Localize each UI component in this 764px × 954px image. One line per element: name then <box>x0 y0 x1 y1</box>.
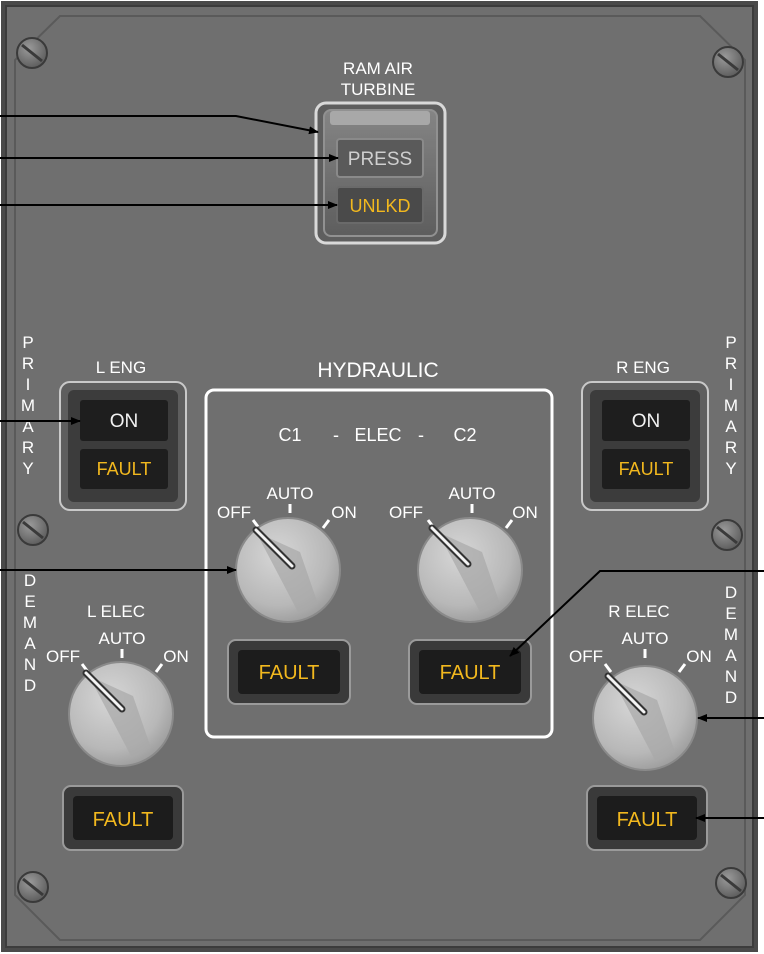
c2-selector-tick-on <box>504 519 514 529</box>
r-elec-on-label: ON <box>686 647 712 666</box>
c1-fault-label: FAULT <box>259 662 320 684</box>
r-elec-demand-selector-knob[interactable] <box>592 665 698 771</box>
svg-text:M: M <box>21 396 35 415</box>
rat-title-line1: RAM AIR <box>343 59 413 78</box>
demand-label-right: D E M A N D <box>724 583 738 707</box>
l-elec-tick-on <box>154 663 164 673</box>
hydraulic-box <box>204 388 554 739</box>
r-elec-fault-label: FAULT <box>617 809 678 831</box>
l-eng-on-light[interactable] <box>80 400 168 441</box>
primary-label-left: P R I M A R Y <box>21 333 35 478</box>
c1-selector-off-label: OFF <box>217 503 251 522</box>
svg-text:R: R <box>725 438 737 457</box>
svg-text:M: M <box>724 625 738 644</box>
svg-text:N: N <box>24 655 36 674</box>
r-elec-tick-off <box>603 663 613 673</box>
screw-bottom-left <box>17 871 49 903</box>
r-eng-on-label: ON <box>632 411 661 432</box>
hydraulic-dash-2: - <box>418 425 424 445</box>
svg-text:I: I <box>26 375 31 394</box>
r-elec-fault-light[interactable]: FAULT <box>586 785 708 851</box>
r-elec-tick-on <box>677 663 687 673</box>
r-eng-on-light[interactable] <box>602 400 690 441</box>
rat-guarded-switch[interactable]: PRESS UNLKD <box>314 101 447 245</box>
c1-hydraulic-selector-knob[interactable] <box>235 517 341 623</box>
svg-text:P: P <box>22 333 33 352</box>
hydraulic-elec-label: ELEC <box>354 425 401 445</box>
l-eng-fault-light[interactable] <box>80 449 168 489</box>
c1-selector-tick-on <box>321 519 331 529</box>
l-elec-title: L ELEC <box>87 602 145 621</box>
screw-bottom-right <box>715 867 747 899</box>
rat-press-label: PRESS <box>348 149 412 170</box>
svg-text:D: D <box>24 571 36 590</box>
svg-text:R: R <box>22 354 34 373</box>
c1-fault-light[interactable]: FAULT <box>227 639 351 705</box>
r-eng-fault-light[interactable] <box>602 449 690 489</box>
l-elec-on-label: ON <box>163 647 189 666</box>
demand-label-left: D E M A N D <box>23 571 37 695</box>
callout-arrows <box>0 115 764 822</box>
svg-text:A: A <box>24 634 36 653</box>
screw-mid-left <box>17 514 49 546</box>
c2-selector-off-label: OFF <box>389 503 423 522</box>
screw-top-left <box>16 37 48 69</box>
hydraulic-dash-1: - <box>333 425 339 445</box>
svg-text:A: A <box>725 417 737 436</box>
screw-top-right <box>712 46 744 78</box>
c2-hydraulic-selector-knob[interactable] <box>417 517 523 623</box>
c2-fault-label: FAULT <box>440 662 501 684</box>
svg-text:R: R <box>22 438 34 457</box>
svg-text:M: M <box>23 613 37 632</box>
r-eng-title: R ENG <box>616 358 670 377</box>
r-elec-title: R ELEC <box>608 602 669 621</box>
c1-selector-on-label: ON <box>331 503 357 522</box>
r-elec-off-label: OFF <box>569 647 603 666</box>
c1-selector-auto-label: AUTO <box>267 484 314 503</box>
callout-arrow-rat-guard <box>0 115 319 135</box>
panel-inner-border <box>14 15 746 941</box>
r-eng-fault-label: FAULT <box>619 459 674 479</box>
hydraulic-c2-label: C2 <box>453 425 476 445</box>
l-eng-on-label: ON <box>110 411 139 432</box>
hydraulic-c1-label: C1 <box>278 425 301 445</box>
l-elec-fault-label: FAULT <box>93 809 154 831</box>
l-elec-auto-label: AUTO <box>99 629 146 648</box>
l-eng-fault-label: FAULT <box>97 459 152 479</box>
primary-label-right: P R I M A R Y <box>724 333 738 478</box>
svg-text:E: E <box>24 592 35 611</box>
l-elec-fault-light[interactable]: FAULT <box>62 785 184 851</box>
svg-text:D: D <box>24 676 36 695</box>
l-elec-demand-selector-knob[interactable] <box>68 661 174 767</box>
svg-text:D: D <box>725 688 737 707</box>
svg-text:D: D <box>725 583 737 602</box>
svg-text:A: A <box>725 646 737 665</box>
rat-title-line2: TURBINE <box>341 80 416 99</box>
svg-text:R: R <box>725 354 737 373</box>
svg-text:P: P <box>725 333 736 352</box>
l-eng-switch[interactable]: ON FAULT <box>59 381 187 511</box>
r-eng-switch[interactable]: ON FAULT <box>581 381 709 511</box>
svg-text:M: M <box>724 396 738 415</box>
r-elec-auto-label: AUTO <box>622 629 669 648</box>
l-eng-title: L ENG <box>96 358 146 377</box>
svg-text:Y: Y <box>725 459 736 478</box>
rat-guard-hinge <box>330 111 430 125</box>
svg-text:E: E <box>725 604 736 623</box>
c2-selector-on-label: ON <box>512 503 538 522</box>
l-elec-off-label: OFF <box>46 647 80 666</box>
svg-text:A: A <box>22 417 34 436</box>
c2-fault-light[interactable]: FAULT <box>408 639 532 705</box>
svg-text:Y: Y <box>22 459 33 478</box>
svg-text:N: N <box>725 667 737 686</box>
c2-selector-auto-label: AUTO <box>449 484 496 503</box>
hydraulic-title: HYDRAULIC <box>317 359 438 382</box>
callout-arrow-c2-fault <box>509 570 764 657</box>
screw-mid-right <box>711 519 743 551</box>
rat-unlkd-label: UNLKD <box>349 196 410 216</box>
svg-text:I: I <box>729 375 734 394</box>
